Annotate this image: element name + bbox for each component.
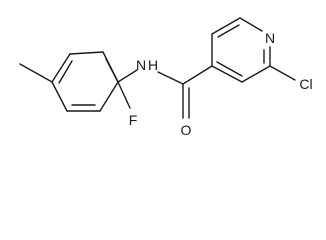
carbonyl-oxygen-label: O [181,122,192,138]
amide-nitrogen-label: N [136,57,146,73]
bond-pyr-double-3 [216,61,243,77]
bond-methyl [19,63,53,83]
bond-ring-a [69,51,104,55]
fluorine-label: F [129,112,138,128]
chloropyridine-ring [211,17,271,83]
molecule-drawing: N H O F N Cl [19,17,313,138]
bond-chlorine [269,65,296,81]
chlorine-label: Cl [299,76,312,92]
bond-nitrogen-carbonyl [157,71,184,85]
bond-pyr-double-1 [217,24,240,38]
bond-aryl-nitrogen [117,69,138,83]
bond-ring-double-3 [58,60,73,84]
structure-diagram: N H O F N Cl [19,17,313,138]
bond-ring-f [51,53,71,83]
bond-pyr-f [211,65,243,83]
bond-pyr-e [241,65,271,83]
bond-ring-double-1 [105,58,118,81]
amide-hydrogen-label: H [148,57,158,73]
fluoromethylphenyl-ring [51,51,119,112]
pyridine-nitrogen-label: N [265,30,275,46]
bond-ring-e [51,81,68,112]
bond-pyr-c [239,17,263,32]
bond-fluorine [117,81,131,109]
bond-pyr-b [211,17,241,35]
atom-labels: N H O F N Cl [129,30,313,138]
bond-ring-c [99,81,119,112]
bond-carbonyl-pyridine [182,65,213,85]
